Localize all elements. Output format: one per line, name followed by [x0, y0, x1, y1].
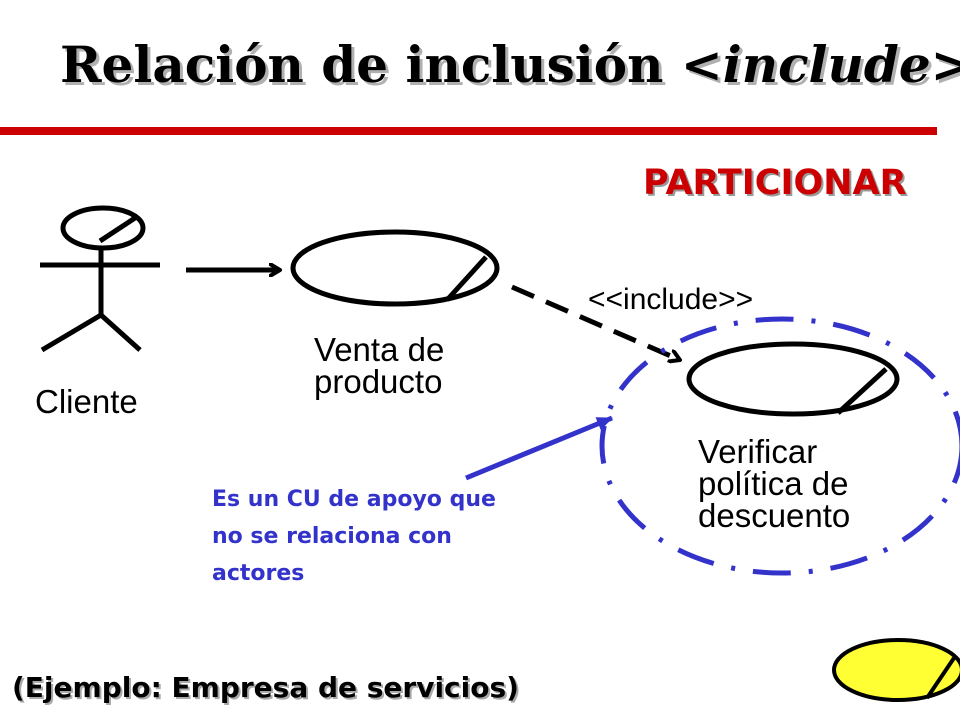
use-case-verificar-slash: [836, 367, 888, 415]
use-case-venta[interactable]: [290, 229, 500, 307]
include-arrow: [511, 284, 680, 360]
footer-example: (Ejemplo: Empresa de servicios): [12, 671, 519, 704]
title-keyword: <include>: [680, 35, 960, 94]
note-arrow: [465, 415, 613, 481]
support-note: Es un CU de apoyo que no se relaciona co…: [212, 481, 496, 592]
use-case-venta-label: Venta de producto: [314, 331, 445, 400]
use-case-venta-label-line: Venta de: [314, 331, 445, 368]
actor-leg-right: [99, 313, 142, 352]
actor-cliente[interactable]: [40, 205, 160, 353]
use-case-verificar-label-line: Verificar: [698, 433, 818, 470]
legend-ellipse: [832, 638, 960, 702]
legend-slash: [925, 656, 956, 700]
actor-head-slash: [98, 213, 140, 244]
use-case-venta-ellipse: [290, 229, 500, 307]
title-prefix: Relación de inclusión: [60, 35, 681, 94]
support-boundary: [599, 316, 960, 576]
partition-label: PARTICIONAR: [643, 163, 907, 203]
actor-leg-left: [40, 312, 103, 353]
use-case-venta-label-line: producto: [314, 363, 443, 400]
support-note-line: no se relaciona con: [212, 524, 452, 549]
use-case-verificar-label-line: política de: [698, 465, 849, 502]
use-case-verificar-label: Verificar política de descuento: [698, 433, 851, 534]
include-stereotype-label: <<include>>: [588, 283, 754, 316]
legend-use-case-icon: [832, 638, 960, 702]
title-rule: [0, 127, 937, 135]
use-case-verificar-label-line: descuento: [698, 497, 851, 534]
use-case-verificar[interactable]: [686, 341, 900, 417]
actor-label: Cliente: [35, 383, 138, 420]
support-note-line: actores: [212, 561, 305, 586]
support-note-line: Es un CU de apoyo que: [212, 487, 496, 512]
use-case-verificar-ellipse: [686, 341, 900, 417]
page-title: Relación de inclusión <include>.: [60, 30, 960, 100]
use-case-venta-slash: [445, 255, 488, 302]
